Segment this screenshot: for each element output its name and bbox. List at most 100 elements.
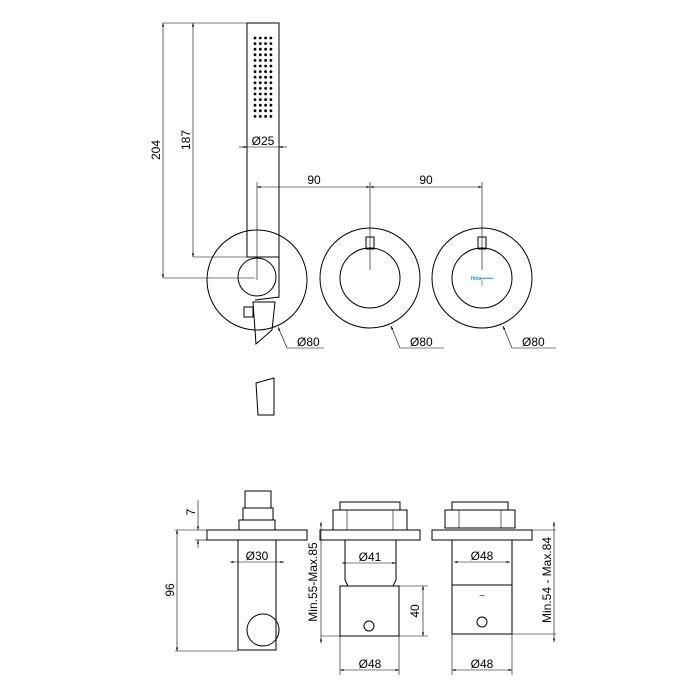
hose-nut (243, 306, 254, 318)
nozzle-dot (253, 36, 257, 40)
nozzle-dot (258, 64, 262, 68)
thermo-hole (476, 616, 488, 628)
nozzle-dot (264, 81, 267, 85)
outlet-body (237, 539, 277, 651)
nozzle-dot (269, 70, 273, 73)
nozzle-dot (253, 109, 257, 113)
nozzle-dot (269, 109, 273, 113)
nozzle-dot (253, 42, 257, 45)
dim-valve-body-diameter: Ø41 (359, 550, 382, 564)
dim-spacing-1: 90 (307, 173, 321, 187)
nozzle-dot (269, 75, 273, 79)
dim-shower-diameter: Ø25 (252, 134, 275, 148)
nozzle-dot (264, 87, 267, 90)
nozzle-dot (264, 75, 267, 79)
nozzle-dot (269, 103, 273, 107)
dim-valve-range: Min.55-Max.85 (306, 542, 320, 622)
thread (244, 490, 272, 509)
nozzle-dot (258, 115, 262, 118)
nozzle-dot (258, 53, 262, 57)
dim-valve-box-diameter: Ø48 (359, 657, 382, 671)
nozzle-dot (258, 75, 262, 79)
nozzle-dot (269, 81, 273, 85)
dim-thermo-box-diameter: Ø48 (471, 657, 494, 671)
nozzle-dot (258, 87, 262, 90)
dim-plate-diameter-1: Ø80 (297, 335, 320, 349)
nozzle-dot (258, 98, 262, 101)
nozzle-dot (258, 81, 262, 85)
nozzle-dot (253, 103, 257, 107)
nozzle-dot (269, 42, 273, 45)
nozzle-dot (253, 59, 257, 62)
nozzle-dot (264, 103, 267, 107)
nozzle-dot (264, 36, 267, 40)
dim-height-holder: 187 (179, 130, 193, 150)
nozzle-dot (264, 59, 267, 62)
nozzle-dot (253, 70, 257, 73)
front-view: fima━━━━ 204 187 Ø25 90 90 Ø80 (149, 22, 556, 416)
nozzle-dot (253, 87, 257, 90)
nozzle-dot (258, 47, 262, 51)
outlet-knob (246, 613, 280, 647)
nozzle-dot (264, 115, 267, 118)
nozzle-dot (269, 92, 273, 96)
nozzle-dot (253, 53, 257, 57)
nozzle-dot (269, 53, 273, 57)
nozzle-dot (264, 70, 267, 73)
nozzle-dot (258, 42, 262, 45)
thermo-box (451, 584, 513, 635)
dim-plate-diameter-2: Ø80 (410, 335, 433, 349)
nozzle-dot (269, 47, 273, 51)
nozzle-dot (258, 92, 262, 96)
nozzle-dot (269, 98, 273, 101)
thermo-wall-plate (431, 529, 533, 541)
svg-text:ꟷ: ꟷ (480, 594, 485, 600)
nozzle-dot (258, 70, 262, 73)
side-view-thermostat: ꟷ Ø48 Min.54 - Max.84 Ø48 (431, 501, 556, 675)
spout-detail (255, 377, 275, 416)
nozzle-dot (253, 92, 257, 96)
nozzle-dot (264, 92, 267, 96)
brand-logo: fima━━━━ (471, 276, 494, 282)
shower-hose-connector (252, 301, 276, 346)
dim-outlet-depth: 96 (163, 583, 177, 597)
nozzle-dot (269, 87, 273, 90)
nozzle-dot (253, 98, 257, 101)
nozzle-dot (258, 109, 262, 113)
nozzle-dot (269, 115, 273, 118)
nozzle-dot (269, 64, 273, 68)
valve-box (339, 585, 400, 637)
dim-valve-box-height: 40 (408, 604, 422, 618)
valve-cap (332, 509, 408, 531)
nozzle-dot (264, 98, 267, 101)
valve-wall-plate (319, 529, 421, 541)
nozzle-dot (258, 59, 262, 62)
thermo-cap (444, 509, 516, 529)
dim-thermo-body-diameter: Ø48 (471, 549, 494, 563)
valve-hole (363, 620, 375, 632)
nozzle-dot (264, 47, 267, 51)
dim-outlet-diameter: Ø30 (246, 549, 269, 563)
wall-plate (206, 529, 308, 541)
nozzle-dot (269, 36, 273, 40)
dim-spacing-2: 90 (419, 173, 433, 187)
nozzle-dot (258, 103, 262, 107)
nozzle-dot (253, 75, 257, 79)
nozzle-dot (253, 47, 257, 51)
nozzle-dot (264, 64, 267, 68)
nozzle-dot (253, 115, 257, 118)
dim-plate-thickness: 7 (184, 508, 198, 515)
nozzle-dot (253, 64, 257, 68)
nozzle-dot (264, 42, 267, 45)
side-view-shower: 7 96 Ø30 (163, 490, 308, 652)
nozzle-dot (264, 109, 267, 113)
dim-thermo-range: Min.54 - Max.84 (540, 537, 554, 623)
nozzle-dot (258, 36, 262, 40)
nozzle-dot (253, 81, 257, 85)
shower-nozzles (253, 36, 273, 118)
dim-height-total: 204 (149, 140, 163, 160)
dim-plate-diameter-3: Ø80 (522, 335, 545, 349)
side-view-valve: Ø41 40 Min.55-Max.85 Ø48 (306, 501, 428, 675)
